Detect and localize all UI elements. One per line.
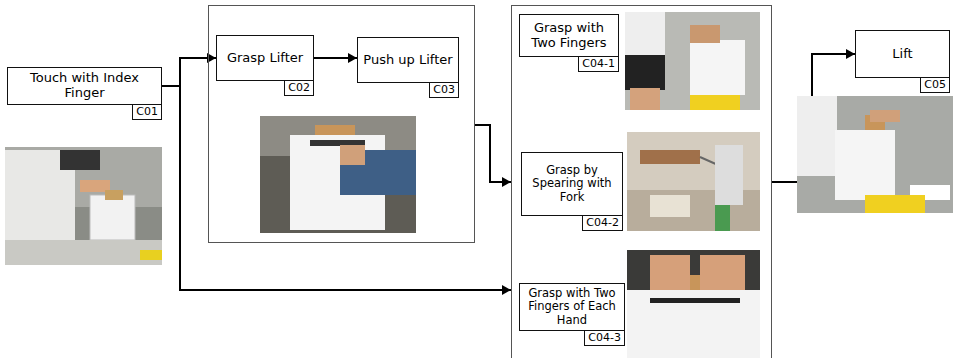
box-label: Touch with Index Finger bbox=[12, 71, 157, 101]
process-box: Grasp LifterC02 bbox=[216, 35, 314, 81]
process-box: Push up LifterC03 bbox=[357, 37, 459, 83]
photo bbox=[627, 132, 760, 231]
process-box: Grasp by Spearing with ForkC04-2 bbox=[521, 152, 623, 216]
photo bbox=[260, 116, 416, 233]
box-label: Grasp by Spearing with Fork bbox=[526, 164, 618, 204]
code-tag: C02 bbox=[284, 80, 314, 96]
box-label: Lift bbox=[892, 47, 912, 62]
process-box: Touch with Index FingerC01 bbox=[7, 67, 162, 105]
process-box: Grasp with Two FingersC04-1 bbox=[519, 14, 619, 57]
code-tag: C01 bbox=[132, 104, 162, 120]
box-label: Grasp with Two Fingers of Each Hand bbox=[524, 287, 620, 327]
box-label: Grasp with Two Fingers bbox=[524, 21, 614, 51]
photo bbox=[627, 250, 760, 358]
flow-arrow bbox=[162, 86, 511, 290]
code-tag: C04-3 bbox=[584, 330, 625, 346]
code-tag: C04-1 bbox=[578, 56, 619, 72]
process-box: Grasp with Two Fingers of Each HandC04-3 bbox=[519, 283, 625, 331]
code-tag: C04-2 bbox=[582, 215, 623, 231]
photo bbox=[5, 147, 162, 265]
group-frame: Grasp LifterC02Push up LifterC03 bbox=[208, 5, 475, 243]
process-box: LiftC05 bbox=[855, 30, 950, 78]
code-tag: C05 bbox=[920, 77, 950, 93]
group-frame: Grasp with Two FingersC04-1Grasp by Spea… bbox=[511, 5, 772, 358]
flow-arrow bbox=[475, 125, 511, 182]
photo bbox=[625, 12, 760, 110]
box-label: Push up Lifter bbox=[363, 53, 452, 68]
flow-arrow bbox=[314, 57, 357, 59]
photo bbox=[797, 96, 953, 213]
box-label: Grasp Lifter bbox=[227, 51, 303, 66]
code-tag: C03 bbox=[429, 82, 459, 98]
